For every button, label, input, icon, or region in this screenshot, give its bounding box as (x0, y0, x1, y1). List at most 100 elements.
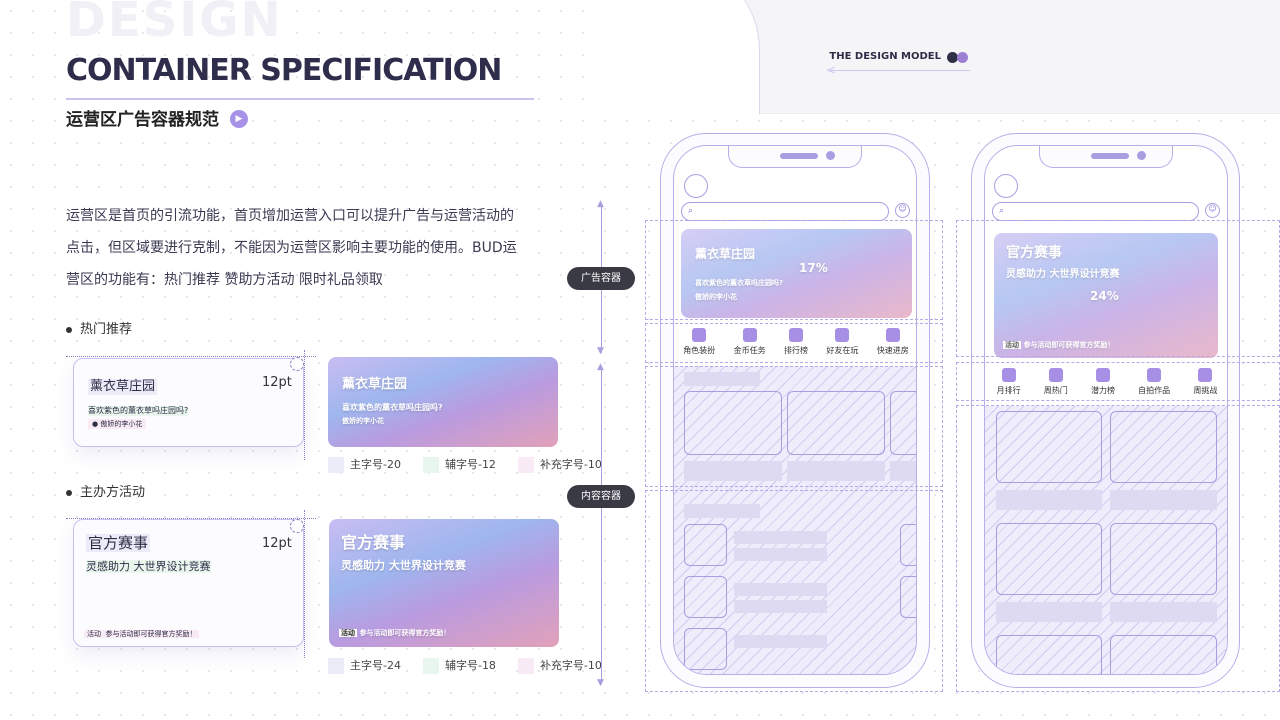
shortcut-weekly-challenge[interactable]: 周挑战 (1193, 368, 1217, 396)
title-divider (66, 98, 534, 100)
content-placeholder (674, 366, 916, 674)
speaker (1091, 153, 1129, 159)
add-friend-icon[interactable]: ☺ (895, 203, 910, 218)
arrow-line (830, 70, 970, 71)
bar-chart-icon (1001, 368, 1016, 382)
bar-chart-icon (788, 328, 803, 342)
card-desc: 喜欢紫色的薰衣草吗庄园吗? (88, 406, 189, 416)
content-container-outline (645, 366, 943, 487)
design-model-row: THE DESIGN MODEL (829, 51, 968, 63)
ad-container-outline (956, 220, 1280, 357)
banner-percent: 24% (1090, 289, 1119, 303)
banner-desc: 喜欢紫色的薰衣草吗庄园吗? (342, 403, 443, 412)
search-input[interactable]: ⌕ (681, 202, 889, 221)
spec-card: 官方赛事 12pt 灵感助力 大世界设计竞赛 活动 参与活动即可获得官方奖励！ (73, 519, 304, 647)
avatar[interactable] (684, 174, 708, 198)
legend-item: 主字号-24 (350, 659, 401, 673)
banner-desc: 喜欢紫色的薰衣草吗庄园吗? (695, 279, 784, 287)
corner-marker (290, 357, 304, 371)
dress-icon (692, 328, 707, 342)
dots (947, 51, 968, 63)
ghost-text: DESIGN (66, 0, 283, 48)
dot-dark-icon (947, 51, 958, 63)
video-icon (1147, 368, 1162, 382)
arrow-up-icon: ▲ (597, 362, 604, 372)
section-heading: 主办方活动 (66, 485, 145, 501)
shortcut-icons: 月排行 周热门 潜力榜 自拍作品 周挑战 (985, 368, 1227, 396)
shortcut-friends[interactable]: 好友在玩 (826, 328, 858, 356)
arrow-up-icon: ▲ (597, 199, 604, 209)
banner-title: 官方赛事 (1006, 245, 1062, 261)
corner-radius-label: 12pt (262, 536, 292, 551)
shortcut-quick-join[interactable]: 快速进房 (877, 328, 909, 356)
banner-desc: 灵感助力 大世界设计竞赛 (341, 559, 466, 572)
clipboard-icon (1198, 368, 1213, 382)
banner-percent: 17% (799, 261, 828, 275)
arrow-down-icon: ▼ (597, 678, 604, 688)
shortcut-potential[interactable]: 潜力榜 (1091, 368, 1115, 396)
page-subtitle: 运营区广告容器规范 (66, 110, 219, 130)
font-legend: 主字号-20 辅字号-12 补充字号-10 (328, 457, 602, 473)
phone-screen: ⌕ ☺ 薰衣草庄园 17% 喜欢紫色的薰衣草吗庄园吗? 傲娇的李小花 角色装扮 … (673, 145, 917, 675)
legend-item: 补充字号-10 (539, 458, 602, 472)
guide-line (304, 510, 305, 658)
corner-radius-label: 12pt (262, 375, 292, 390)
banner-preview[interactable]: 官方赛事 灵感助力 大世界设计竞赛 活动 参与活动即可获得官方奖励！ (329, 519, 559, 647)
avatar[interactable] (994, 174, 1018, 198)
legend-item: 辅字号-18 (444, 659, 496, 673)
phone-banner[interactable]: 薰衣草庄园 17% 喜欢紫色的薰衣草吗庄园吗? 傲娇的李小花 (681, 229, 912, 318)
content-measure-line (601, 368, 602, 684)
shortcut-weekly-hot[interactable]: 周热门 (1044, 368, 1068, 396)
spec-card: 薰衣草庄园 12pt 喜欢紫色的薰衣草吗庄园吗? ● 傲娇的李小花 (73, 358, 304, 447)
shortcut-dress-up[interactable]: 角色装扮 (683, 328, 715, 356)
shortcut-icons: 角色装扮 金币任务 排行榜 好友在玩 快速进房 (674, 328, 916, 356)
card-desc: 灵感助力 大世界设计竞赛 (86, 560, 211, 574)
guide-line (66, 356, 316, 357)
content-container-label: 内容容器 (567, 485, 635, 508)
section-label: 主办方活动 (80, 485, 146, 500)
friends-icon (835, 328, 850, 342)
ad-container-label: 广告容器 (567, 267, 635, 290)
phone-screen: ⌕ ☺ 官方赛事 灵感助力 大世界设计竞赛 24% 活动 参与活动即可获得官方奖… (984, 145, 1228, 675)
banner-note: 活动 参与活动即可获得官方奖励！ (339, 629, 451, 637)
door-icon (885, 328, 900, 342)
intro-text: 运营区是首页的引流功能，首页增加运营入口可以提升广告与运营活动的点击，但区域要进… (66, 208, 517, 288)
card-title: 薰衣草庄园 (88, 379, 158, 395)
content-placeholder (985, 406, 1227, 674)
banner-preview[interactable]: 薰衣草庄园 喜欢紫色的薰衣草吗庄园吗? 傲娇的李小花 (328, 357, 558, 447)
shortcut-coin-task[interactable]: 金币任务 (734, 328, 766, 356)
guide-line (304, 350, 305, 460)
shortcut-selfie[interactable]: 自拍作品 (1138, 368, 1170, 396)
phone-banner[interactable]: 官方赛事 灵感助力 大世界设计竞赛 24% 活动 参与活动即可获得官方奖励！ (994, 233, 1218, 358)
trophy-icon (1048, 368, 1063, 382)
header-band (700, 0, 1280, 114)
search-input[interactable]: ⌕ (992, 202, 1199, 221)
header-curve (600, 0, 760, 114)
card-note: 活动 参与活动即可获得官方奖励！ (84, 630, 200, 639)
font-legend: 主字号-24 辅字号-18 补充字号-10 (328, 658, 602, 674)
banner-title: 薰衣草庄园 (342, 377, 408, 392)
add-friend-icon[interactable]: ☺ (1205, 203, 1220, 218)
arrow-down-icon: ▼ (597, 346, 604, 356)
arrow-left-icon: < (826, 63, 837, 77)
bullet-icon (66, 489, 72, 496)
shortcut-monthly-rank[interactable]: 月排行 (997, 368, 1021, 396)
camera (1137, 151, 1146, 160)
dot-purple-icon (957, 51, 968, 63)
bullet-icon (66, 326, 72, 333)
section-label: 热门推荐 (80, 322, 133, 337)
banner-author: 傲娇的李小花 (342, 417, 384, 425)
guide-line (66, 518, 316, 519)
content-container-outline (645, 490, 943, 692)
banner-note: 活动 参与活动即可获得官方奖励！ (1003, 341, 1115, 349)
legend-item: 补充字号-10 (539, 659, 602, 673)
design-model-label: THE DESIGN MODEL (829, 51, 941, 62)
play-icon[interactable]: ▶ (230, 110, 248, 128)
content-container-outline (956, 405, 1280, 692)
banner-author: 傲娇的李小花 (695, 293, 737, 301)
banner-desc: 灵感助力 大世界设计竞赛 (1006, 269, 1120, 280)
shortcut-ranking[interactable]: 排行榜 (784, 328, 808, 356)
shortcut-container-outline (956, 362, 1280, 401)
shortcut-container-outline (645, 323, 943, 363)
legend-item: 主字号-20 (350, 458, 401, 472)
